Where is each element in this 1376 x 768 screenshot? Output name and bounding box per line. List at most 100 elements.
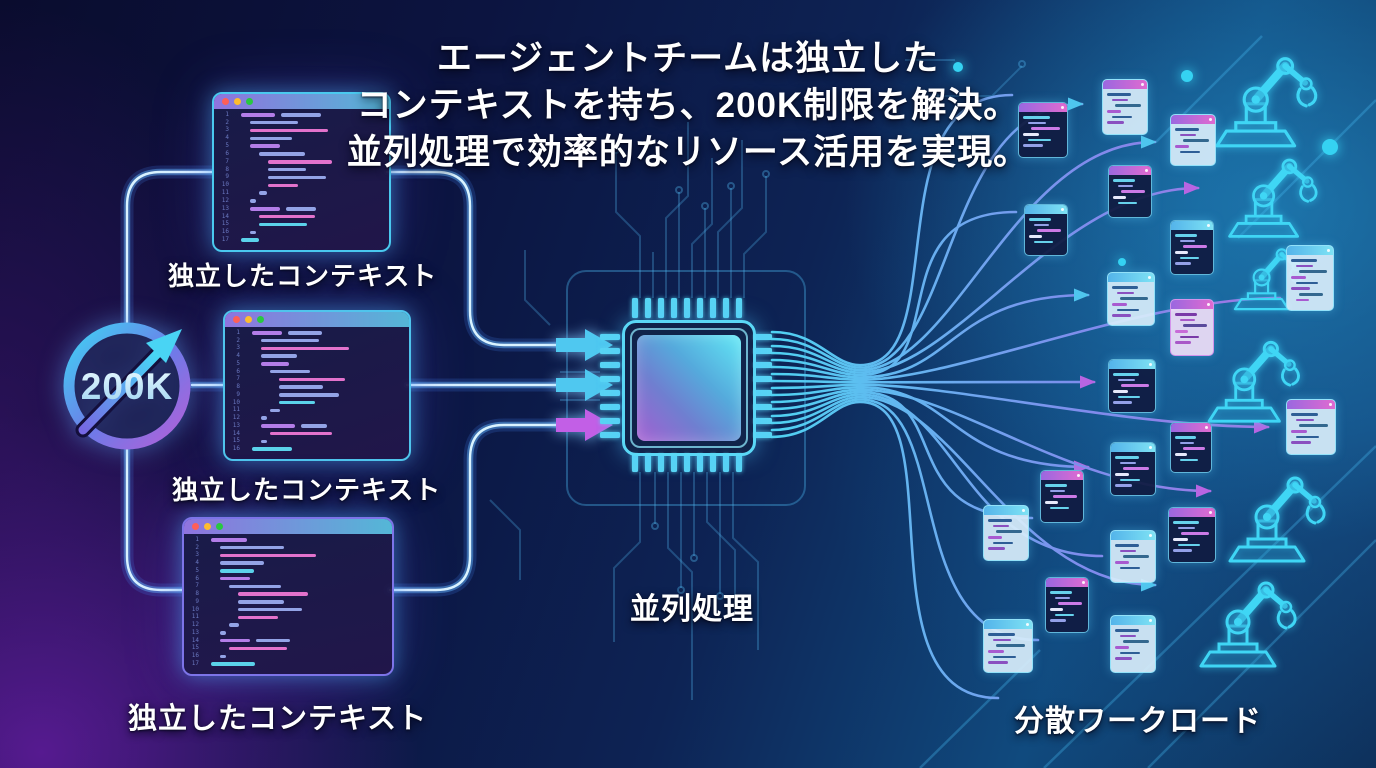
traffic-light-yellow bbox=[204, 523, 211, 530]
line-number: 6 bbox=[236, 367, 240, 375]
code-line: 5 bbox=[220, 143, 383, 149]
code-token bbox=[286, 207, 316, 211]
chip-pin bbox=[697, 452, 703, 472]
traffic-light-yellow bbox=[234, 98, 241, 105]
code-line: 6 bbox=[190, 575, 386, 581]
code-token bbox=[252, 331, 282, 335]
code-line: 14 bbox=[220, 213, 383, 219]
circuit-via bbox=[727, 182, 735, 190]
line-number: 13 bbox=[191, 628, 199, 636]
traffic-light-red bbox=[192, 523, 199, 530]
code-token bbox=[279, 400, 315, 405]
circuit-via bbox=[1018, 60, 1026, 68]
code-line: 1 bbox=[190, 535, 386, 543]
code-line: 14 bbox=[190, 637, 386, 643]
code-token bbox=[259, 222, 307, 227]
code-line: 11 bbox=[231, 406, 403, 414]
chip-pin bbox=[600, 334, 620, 340]
circuit-via bbox=[675, 186, 683, 194]
fanout-line bbox=[770, 395, 1157, 592]
line-number: 4 bbox=[225, 134, 229, 142]
code-token bbox=[279, 385, 323, 389]
code-token bbox=[261, 354, 297, 358]
code-token bbox=[220, 638, 250, 643]
line-number: 11 bbox=[232, 406, 240, 414]
fanout-line bbox=[770, 385, 1090, 474]
code-token bbox=[238, 607, 302, 612]
code-token bbox=[220, 553, 316, 558]
code-token bbox=[259, 214, 315, 219]
code-token bbox=[256, 638, 290, 643]
chip-pin bbox=[671, 452, 677, 472]
robot-arm-icon bbox=[1230, 478, 1324, 561]
circuit-trace bbox=[524, 250, 551, 326]
chip-pin bbox=[658, 452, 664, 472]
code-token bbox=[220, 561, 264, 565]
code-line: 1 bbox=[220, 110, 383, 118]
energy-pipe bbox=[123, 168, 216, 329]
code-token bbox=[250, 120, 298, 125]
code-line: 9 bbox=[220, 173, 383, 181]
line-number: 1 bbox=[225, 110, 229, 118]
traffic-light-red bbox=[233, 316, 240, 323]
label-independent-context-3: 独立したコンテキスト bbox=[128, 703, 428, 735]
code-token bbox=[270, 408, 280, 412]
200k-badge: 200K bbox=[63, 322, 191, 450]
glow-dot bbox=[1118, 258, 1126, 266]
code-line: 2 bbox=[220, 119, 383, 125]
code-token bbox=[220, 576, 250, 581]
code-token bbox=[270, 369, 310, 374]
line-number: 10 bbox=[191, 605, 199, 613]
circuit-via bbox=[931, 92, 939, 100]
code-token bbox=[220, 569, 254, 573]
fanout-line bbox=[770, 210, 1018, 377]
code-token bbox=[259, 191, 267, 195]
line-number: 1 bbox=[195, 535, 199, 543]
chip-pin bbox=[645, 298, 651, 318]
code-line: 3 bbox=[190, 552, 386, 558]
chip-pin bbox=[697, 298, 703, 318]
chip-pin bbox=[752, 348, 772, 354]
circuit-via bbox=[677, 586, 685, 594]
line-number: 17 bbox=[221, 236, 229, 244]
code-token bbox=[268, 183, 298, 188]
circuit-via bbox=[612, 146, 620, 154]
line-number: 13 bbox=[221, 204, 229, 212]
line-number: 12 bbox=[191, 621, 199, 629]
code-line: 16 bbox=[231, 446, 403, 452]
robot-arm-icon bbox=[1217, 59, 1316, 146]
code-token bbox=[241, 113, 275, 117]
code-token bbox=[279, 393, 339, 397]
circuit-trace bbox=[732, 472, 759, 650]
chip-pin bbox=[658, 298, 664, 318]
headline: エージェントチームは独立した コンテキストを持ち、200K制限を解決。 並列処理… bbox=[347, 36, 1029, 177]
code-line: 4 bbox=[220, 134, 383, 142]
chip-pin bbox=[600, 432, 620, 438]
label-distributed-workload: 分散ワークロード bbox=[1014, 705, 1262, 738]
line-number: 9 bbox=[225, 173, 229, 181]
code-token bbox=[220, 545, 284, 550]
energy-pipe bbox=[388, 423, 558, 592]
code-token bbox=[211, 662, 255, 666]
fanout-line bbox=[770, 398, 1040, 642]
fanout-line bbox=[770, 400, 1000, 700]
chip-pin bbox=[600, 348, 620, 354]
robot-arm-icon bbox=[1209, 342, 1298, 421]
code-token bbox=[250, 199, 256, 203]
circuit-trace bbox=[665, 122, 689, 298]
line-number: 11 bbox=[191, 613, 199, 621]
code-line: 5 bbox=[231, 360, 403, 366]
line-number: 7 bbox=[236, 375, 240, 383]
code-line: 3 bbox=[220, 127, 383, 133]
chip-pin bbox=[632, 452, 638, 472]
line-number: 6 bbox=[225, 149, 229, 157]
circuit-trace bbox=[706, 472, 736, 612]
glow-dot bbox=[953, 62, 963, 72]
line-number: 14 bbox=[232, 429, 240, 437]
chip-pin bbox=[684, 452, 690, 472]
circuit-trace bbox=[615, 152, 641, 298]
line-number: 13 bbox=[232, 421, 240, 429]
code-line: 10 bbox=[190, 605, 386, 613]
